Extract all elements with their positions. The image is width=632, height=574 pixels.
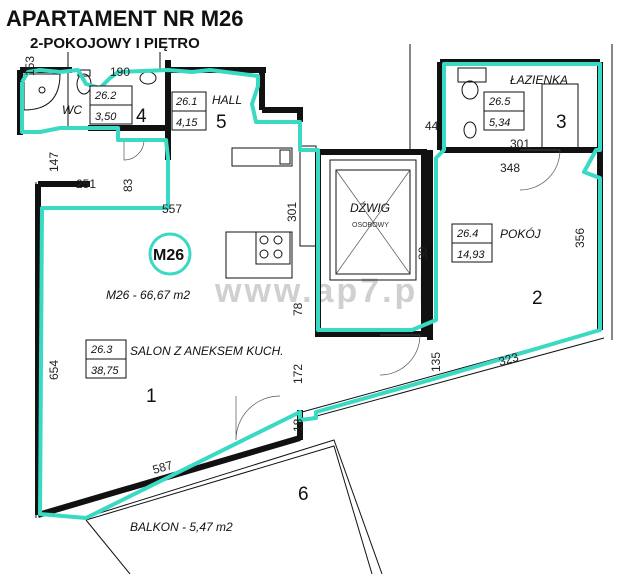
room-number: 1 [146,386,157,407]
room-area: 38,75 [91,365,119,377]
dim-label: 83 [121,178,135,192]
room-number: 2 [532,288,543,309]
dim-label: 587 [151,458,174,477]
dim-label: 18 [291,418,305,432]
dim-label: 147 [47,152,61,172]
dim-label: 301 [285,202,299,222]
dimensions: 190 147 251 83 557 301 348 301 356 30 78… [23,56,587,477]
balcony-number: 6 [298,484,309,505]
plan-subtitle: 2-POKOJOWY I PIĘTRO [30,35,200,52]
balcony-label: BALKON - 5,47 m2 [130,520,233,534]
room-name: POKÓJ [500,226,542,241]
room-id: 26.1 [175,96,197,108]
room-id: 26.3 [90,344,113,356]
plan-title: APARTAMENT NR M26 [6,6,244,31]
dim-label: 301 [510,137,530,151]
room-name: SALON Z ANEKSEM KUCH. [130,344,284,358]
dim-label: 153 [23,56,37,76]
dim-label: 356 [573,228,587,248]
room-id: 26.4 [456,228,478,240]
elevator-sublabel: OSOBOWY [352,222,389,229]
room-area: 14,93 [457,249,485,261]
dim-label: 30 [416,246,430,260]
room-number: 5 [216,112,227,133]
apartment-badge-label: M26 [153,247,184,264]
room-area: 4,15 [176,117,198,129]
fixtures [23,67,579,441]
dim-label: 251 [76,177,96,191]
apartment-badge: M26 [148,232,192,276]
dim-label: 190 [110,65,130,79]
room-number: 4 [136,106,147,127]
room-hall: 26.1 4,15 HALL 5 [171,91,242,133]
dim-label: 654 [47,360,61,380]
room-wc: 26.2 3,50 WC 4 [62,85,147,127]
total-area: M26 - 66,67 m2 [106,288,190,302]
apartment-outline [20,62,602,520]
room-lazienka: 26.5 5,34 ŁAZIENKA 3 [483,73,568,133]
room-pokoj: 26.4 14,93 POKÓJ 2 [451,223,543,309]
room-name: WC [62,103,82,117]
room-number: 3 [556,112,567,133]
room-id: 26.2 [94,90,116,102]
dim-label: 348 [500,161,520,175]
dim-label: 78 [291,302,305,316]
room-name: HALL [212,93,242,107]
room-name: ŁAZIENKA [510,73,568,87]
dim-label: 323 [497,350,520,369]
room-id: 26.5 [488,96,511,108]
dim-label: 44 [425,119,439,133]
dim-label: 135 [429,352,443,372]
elevator-label: DŹWIG [350,200,390,215]
room-area: 5,34 [489,117,510,129]
room-area: 3,50 [95,111,117,123]
room-salon: 26.3 38,75 SALON Z ANEKSEM KUCH. 1 [85,339,284,407]
dim-label: 172 [291,364,305,384]
dim-label: 557 [162,202,182,216]
